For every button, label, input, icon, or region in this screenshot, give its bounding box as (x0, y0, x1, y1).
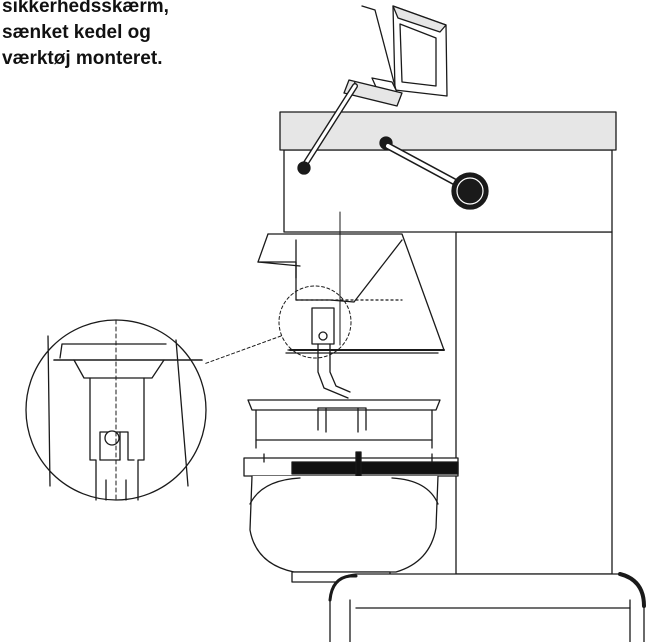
detail-magnified (25, 319, 207, 501)
bowl-guard (247, 399, 441, 449)
mixer-column (455, 231, 613, 575)
lift-lever (384, 142, 489, 210)
bowl-arm-band (243, 451, 459, 479)
mixer-base (328, 572, 646, 642)
caption-line-3: værktøj monteret. (2, 48, 163, 69)
caption: sikkerhedsskærm, sænket kedel og værktøj… (2, 0, 242, 72)
caption-line-2: sænket kedel og (2, 22, 151, 43)
gear-housing (257, 233, 445, 354)
screen-arm (301, 83, 358, 169)
head-top-lid (279, 111, 617, 151)
caption-line-1: sikkerhedsskærm, (2, 0, 169, 17)
mixing-bowl (249, 475, 439, 583)
mixer-head (283, 149, 613, 233)
tool-attachment (311, 307, 351, 399)
detail-indicator (203, 285, 352, 365)
safety-screen (343, 5, 448, 107)
